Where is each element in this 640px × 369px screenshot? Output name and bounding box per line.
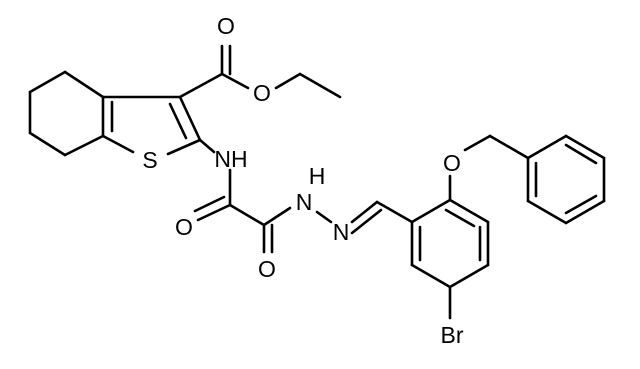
bond [63,70,105,99]
bond [262,206,292,227]
bond [350,208,383,235]
bond [28,70,67,94]
benzyl-ether-oxygen-label: O [443,150,461,176]
bond [564,143,598,165]
hydrazide-hydrogen-label: H [309,163,326,189]
bond [410,263,452,289]
thiophene-sulfur-label: S [142,147,157,173]
hydrazide-nitrogen-label: N [296,189,313,215]
bond [220,72,250,90]
bond [193,195,226,213]
bond [63,134,105,157]
bond [228,203,266,227]
bond [28,131,67,157]
bond [410,198,452,224]
bond [564,199,606,225]
bond [315,210,333,224]
bond [198,138,216,154]
bromine-label: Br [441,322,464,348]
bond [274,72,302,90]
oxalyl-oxygen-left-label: O [175,214,193,240]
bond [564,194,598,215]
bond [298,72,342,99]
bond [448,263,490,289]
bond [166,138,202,156]
bond [448,198,490,224]
bond [178,95,202,142]
bond [375,200,414,224]
imine-nitrogen-label: N [333,219,350,245]
ester-ether-oxygen-label: O [253,80,271,106]
bond [168,102,188,140]
atom-labels: O O S NH O H N N O O Br [142,13,464,348]
amide-nh-label: NH [214,146,247,172]
oxalyl-oxygen-right-label: O [258,256,276,282]
bond [101,134,135,154]
bond [488,134,530,160]
bonds [28,44,606,320]
bond [196,203,232,222]
bond [564,134,606,160]
bond [526,134,568,160]
bond [526,199,568,225]
bond [178,72,224,99]
ester-carbonyl-oxygen-label: O [217,13,235,39]
bond [444,208,476,228]
bond [463,134,492,152]
bond [350,200,379,224]
